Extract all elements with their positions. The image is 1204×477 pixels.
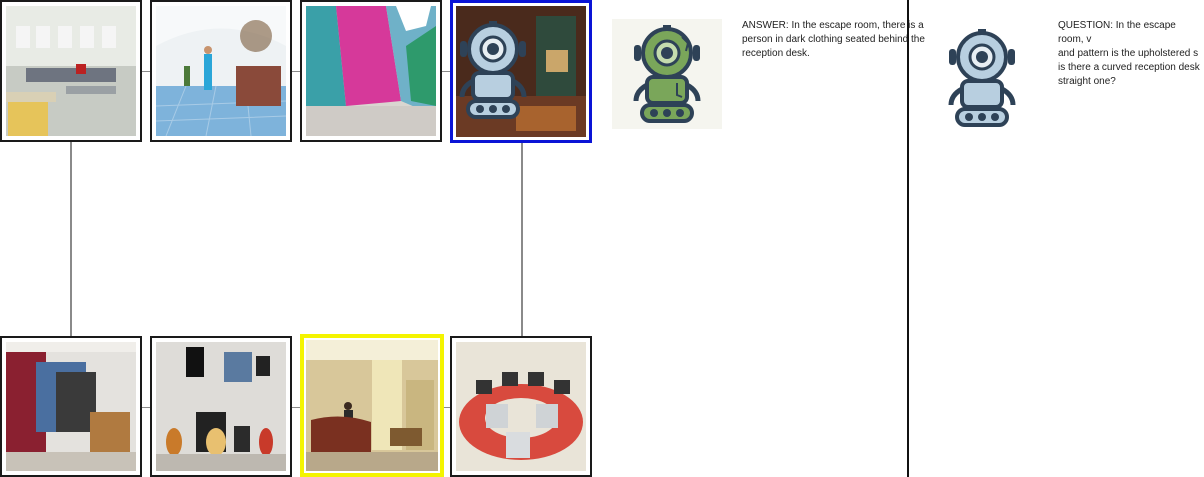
connector-line xyxy=(440,71,452,72)
connector-line xyxy=(290,407,302,408)
connector-line xyxy=(140,407,152,408)
answer-text: ANSWER: In the escape room, there is a p… xyxy=(742,20,925,59)
connector-line xyxy=(440,407,452,408)
scene-thumbnail-music-room[interactable] xyxy=(150,336,292,477)
connector-line xyxy=(290,71,302,72)
connector-line xyxy=(70,140,72,338)
connector-line xyxy=(521,140,523,338)
scene-thumbnail-reception-target[interactable] xyxy=(300,334,444,477)
robot-blue-icon xyxy=(459,21,527,119)
robot-blue-icon xyxy=(948,29,1016,127)
robot-green-icon xyxy=(633,25,701,123)
scene-thumbnail-escape-room-current[interactable] xyxy=(450,0,592,143)
scene-thumbnail-lobby[interactable] xyxy=(150,0,292,142)
question-text: QUESTION: In the escape room, v and patt… xyxy=(1058,20,1200,87)
connector-line xyxy=(140,71,152,72)
scene-thumbnail-computer-lab[interactable] xyxy=(450,336,592,477)
scene-thumbnail-closet[interactable] xyxy=(0,336,142,477)
scene-thumbnail-workshop[interactable] xyxy=(0,0,142,142)
panel-divider xyxy=(907,0,909,477)
question-agent-avatar xyxy=(935,25,1030,127)
answer-agent-avatar xyxy=(612,19,722,129)
scene-thumbnail-attic-room[interactable] xyxy=(300,0,442,142)
